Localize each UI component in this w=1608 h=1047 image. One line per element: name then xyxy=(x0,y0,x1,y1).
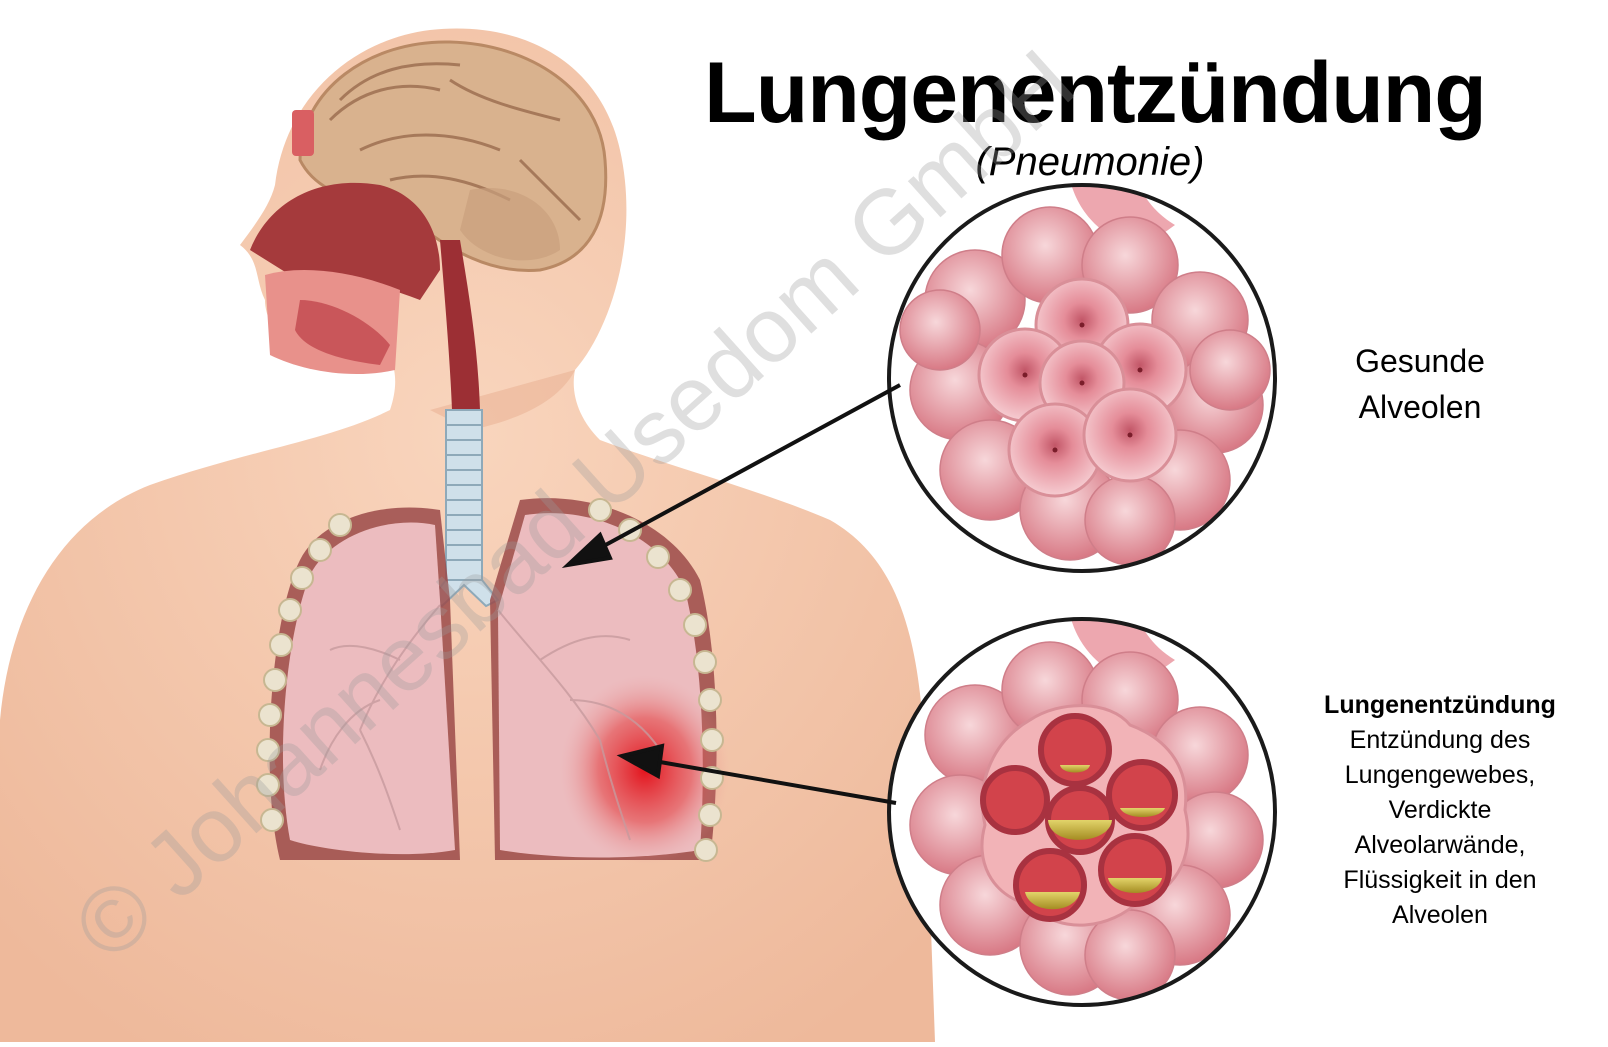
pneumonia-label-line: Verdickte xyxy=(1290,793,1590,828)
pneumonia-label-line: Flüssigkeit in den xyxy=(1290,863,1590,898)
pneumonia-label-line: Alveolarwände, xyxy=(1290,828,1590,863)
page-subtitle: (Pneumonie) xyxy=(760,140,1420,185)
pneumonia-label-line: Entzündung des xyxy=(1290,723,1590,758)
pneumonia-label-line: Lungengewebes, xyxy=(1290,758,1590,793)
healthy-label-line-2: Alveolen xyxy=(1340,384,1500,430)
pneumonia-label: Lungenentzündung Entzündung des Lungenge… xyxy=(1290,688,1590,933)
healthy-alveoli-inset xyxy=(889,175,1275,571)
healthy-label-line-1: Gesunde xyxy=(1340,338,1500,384)
healthy-alveoli-label: Gesunde Alveolen xyxy=(1340,338,1500,430)
pneumonia-label-line: Alveolen xyxy=(1290,898,1590,933)
pneumonia-alveoli-inset xyxy=(889,610,1275,1005)
pneumonia-label-title: Lungenentzündung xyxy=(1290,688,1590,723)
page-title: Lungenentzündung xyxy=(600,44,1590,143)
